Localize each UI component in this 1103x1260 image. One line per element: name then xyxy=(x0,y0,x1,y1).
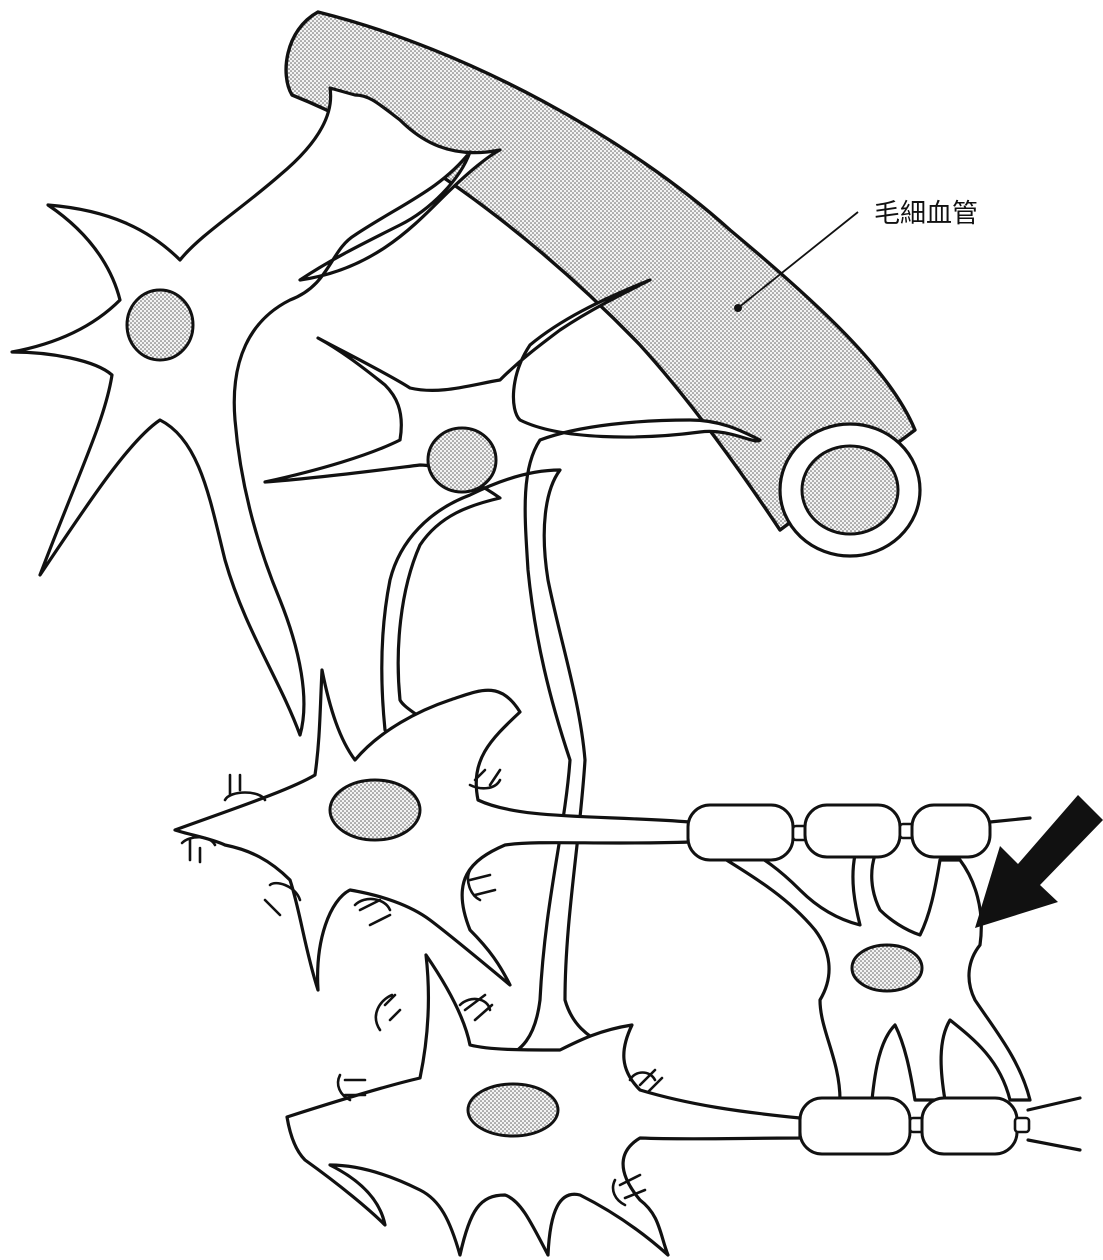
neuron-upper-body xyxy=(175,670,690,990)
myelin-sheath xyxy=(922,1098,1017,1154)
capillary-label: 毛細血管 xyxy=(874,199,978,228)
myelin-sheath xyxy=(805,805,900,857)
synaptic-bouton xyxy=(460,995,492,1020)
astrocyte-middle-nucleus xyxy=(428,428,496,492)
oligodendrocyte xyxy=(710,850,1030,1100)
leader-dot xyxy=(734,304,742,312)
neuron-lower-nucleus xyxy=(468,1084,558,1136)
myelinated-axon-upper xyxy=(688,805,1030,860)
oligodendrocyte-nucleus xyxy=(852,945,922,991)
synaptic-bouton xyxy=(225,775,265,800)
synaptic-bouton xyxy=(338,1075,365,1100)
node-of-ranvier xyxy=(1015,1118,1029,1132)
synaptic-bouton xyxy=(376,995,400,1030)
myelin-sheath xyxy=(912,805,990,857)
synaptic-bouton xyxy=(355,899,390,925)
neuron-upper-nucleus xyxy=(330,780,420,840)
synaptic-bouton xyxy=(468,870,495,900)
neuron-upper xyxy=(175,670,690,990)
astrocyte-upper-nucleus xyxy=(127,290,193,360)
myelin-sheath xyxy=(800,1098,910,1154)
capillary-lumen xyxy=(802,446,898,534)
axon-segment xyxy=(990,818,1030,822)
myelinated-axon-lower xyxy=(800,1098,1080,1154)
arrow-pointer-icon xyxy=(975,795,1103,928)
axon-segment xyxy=(1028,1098,1080,1150)
capillary xyxy=(286,12,920,556)
myelin-sheath xyxy=(688,805,793,860)
synaptic-bouton xyxy=(182,837,215,862)
